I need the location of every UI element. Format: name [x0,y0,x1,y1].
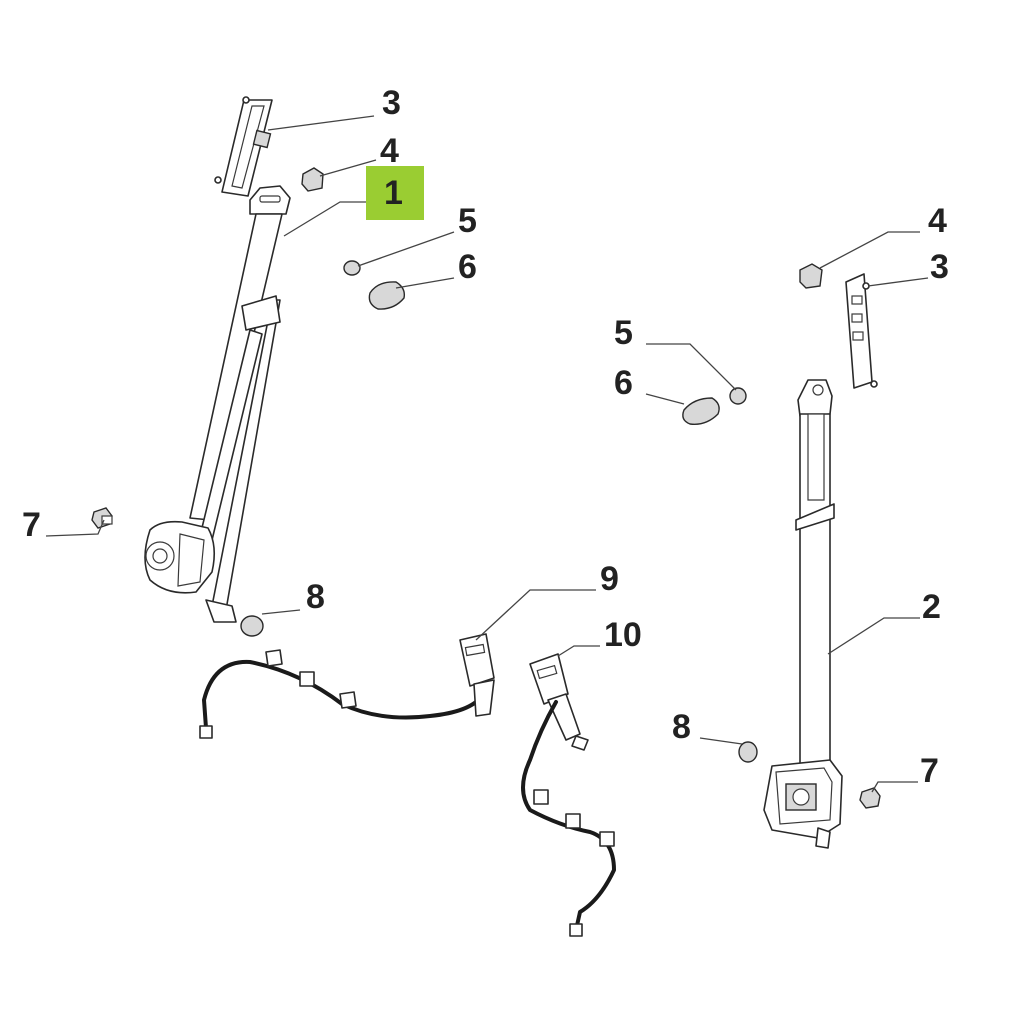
highlight-box [366,166,424,220]
callout-7-right: 7 [920,752,939,790]
bolt-right [859,787,881,809]
seat-belt-assembly-right [763,379,843,849]
height-adjuster-rail-left [214,96,273,197]
trim-cap-left [301,167,324,192]
buckle-harness-10 [521,653,616,937]
leader-lines [45,115,929,793]
bolt-left [91,507,113,529]
cap-8-left [240,615,264,637]
callout-8-left: 8 [306,578,325,616]
anchor-cover-right [682,397,720,425]
callout-6-right: 6 [614,364,633,402]
height-adjuster-rail-right [845,273,878,389]
bolt-cap-left [343,260,361,276]
callout-6-left: 6 [458,248,477,286]
callout-3-right: 3 [930,248,949,286]
callout-1: 1 [384,174,403,212]
callout-4-left: 4 [380,132,399,170]
trim-cap-right [799,263,823,289]
callout-5-right: 5 [614,314,633,352]
buckle-harness-9 [199,633,495,739]
callout-10: 10 [604,616,642,654]
bolt-cap-right [729,387,747,405]
callout-2: 2 [922,588,941,626]
seat-belt-assembly-left [144,185,291,623]
cap-8-right [738,741,758,763]
callout-8-right: 8 [672,708,691,746]
anchor-cover-left [368,281,406,310]
callout-9: 9 [600,560,619,598]
callout-5-left: 5 [458,202,477,240]
callout-3-left: 3 [382,84,401,122]
callout-4-right: 4 [928,202,947,240]
callout-7-left: 7 [22,506,41,544]
